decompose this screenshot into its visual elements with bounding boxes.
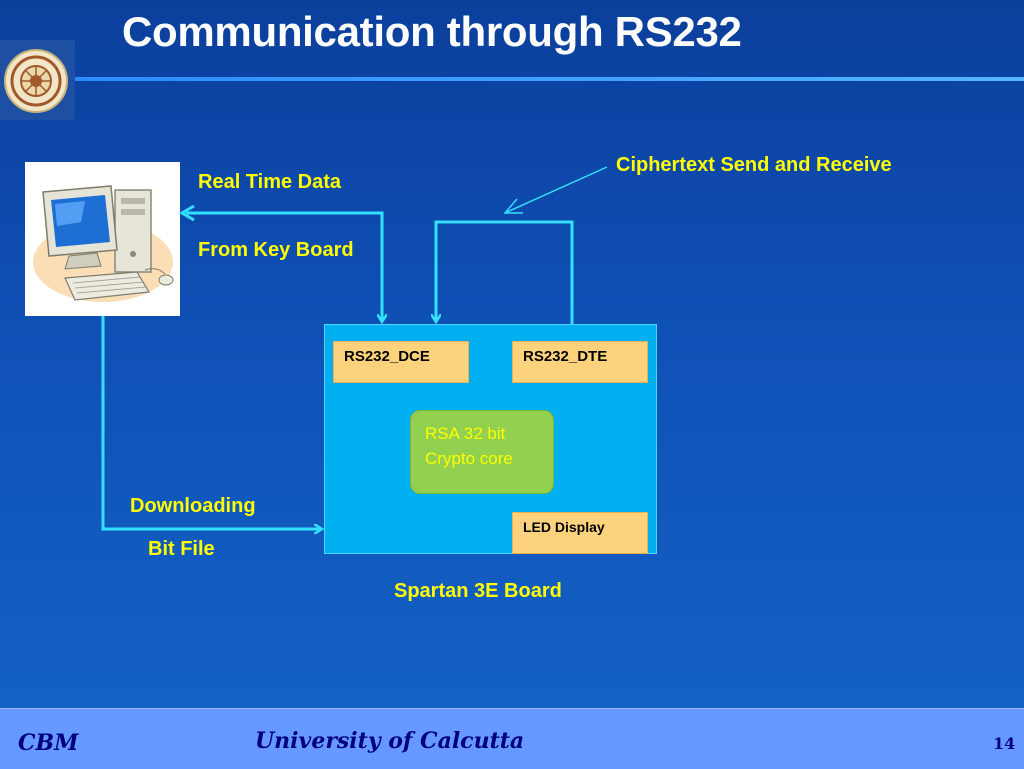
label-board-name: Spartan 3E Board	[394, 580, 562, 602]
footer-center-text: University of Calcutta	[255, 728, 525, 754]
desktop-computer-icon	[25, 162, 180, 316]
label-ciphertext: Ciphertext Send and Receive	[616, 154, 892, 176]
label-real-time-data: Real Time Data	[198, 171, 342, 193]
footer-bar	[0, 708, 1024, 769]
rs232-dce-block: RS232_DCE	[333, 341, 469, 383]
title-divider	[75, 77, 1024, 81]
label-bit-file: Bit File	[148, 538, 215, 560]
page-number: 14	[993, 734, 1016, 753]
rs232-dte-block: RS232_DTE	[512, 341, 648, 383]
label-from-key-board: From Key Board	[198, 239, 354, 261]
university-seal-icon	[0, 40, 75, 120]
footer-left-text: CBM	[18, 730, 79, 756]
core-label-line2: Crypto core	[425, 449, 513, 468]
core-label-line1: RSA 32 bit	[425, 424, 506, 443]
page-title: Communication through RS232	[122, 8, 742, 55]
label-downloading: Downloading	[130, 495, 256, 517]
rsa-crypto-core: RSA 32 bit Crypto core	[410, 410, 554, 494]
led-display-block: LED Display	[512, 512, 648, 554]
